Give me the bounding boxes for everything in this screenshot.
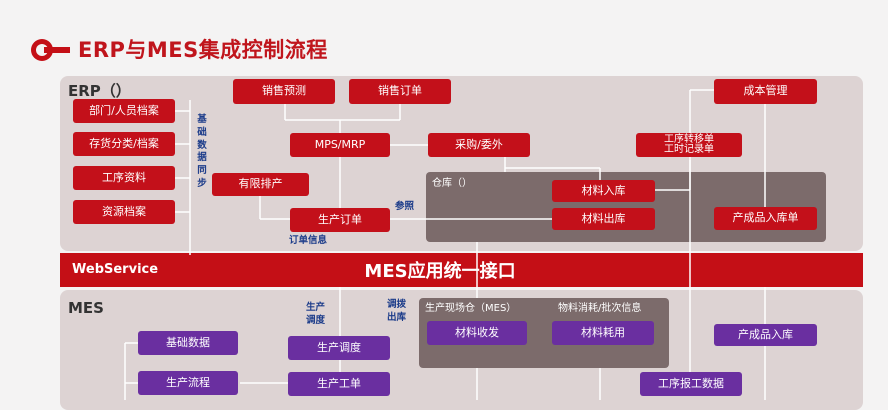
material-transceive-box[interactable]: 材料收发 xyxy=(427,321,527,345)
mes-section-label: MES xyxy=(68,299,104,317)
mps-mrp-box[interactable]: MPS/MRP xyxy=(290,133,390,157)
order-info-label: 订单信息 xyxy=(289,235,328,246)
sales-forecast-box[interactable]: 销售预测 xyxy=(233,79,335,104)
basic-data-sync-label: 基础数据同步 xyxy=(197,114,207,190)
material-consumption-box[interactable]: 材料耗用 xyxy=(552,321,654,345)
production-dispatch-label: 生产 调度 xyxy=(306,302,326,326)
production-dispatch-box[interactable]: 生产调度 xyxy=(288,336,390,360)
webservice-bar xyxy=(60,253,863,287)
mes-basic-data-box[interactable]: 基础数据 xyxy=(138,331,238,355)
warehouse-label: 仓库（） xyxy=(432,178,472,189)
site-warehouse-label: 生产现场仓（MES） xyxy=(425,303,517,314)
mes-interface-label: MES应用统一接口 xyxy=(364,261,516,282)
reference-label: 参照 xyxy=(395,201,415,212)
logo-icon xyxy=(31,39,70,61)
material-inbound-box[interactable]: 材料入库 xyxy=(552,180,655,202)
process-transfer-box[interactable]: 工序转移单 工时记录单 xyxy=(636,133,742,157)
purchase-outsource-box[interactable]: 采购/委外 xyxy=(428,133,530,157)
mes-product-inbound-box[interactable]: 产成品入库 xyxy=(714,324,817,346)
process-report-box[interactable]: 工序报工数据 xyxy=(640,372,742,396)
transfer-out-label: 调拨 出库 xyxy=(387,299,407,323)
production-flow-box[interactable]: 生产流程 xyxy=(138,371,238,395)
connector-lines xyxy=(124,89,766,400)
page-title: ERP与MES集成控制流程 xyxy=(78,38,328,62)
product-inbound-order-box[interactable]: 产成品入库单 xyxy=(714,207,817,230)
material-outbound-box[interactable]: 材料出库 xyxy=(552,208,655,230)
limited-scheduling-box[interactable]: 有限排产 xyxy=(212,173,309,196)
production-order-box[interactable]: 生产订单 xyxy=(290,208,390,232)
work-order-box[interactable]: 生产工单 xyxy=(288,372,390,396)
sales-order-box[interactable]: 销售订单 xyxy=(349,79,451,104)
dept-personnel-box[interactable]: 部门/人员档案 xyxy=(73,99,175,123)
consumption-batch-label: 物料消耗/批次信息 xyxy=(558,303,642,314)
process-data-box[interactable]: 工序资料 xyxy=(73,166,175,190)
cost-management-box[interactable]: 成本管理 xyxy=(714,79,817,104)
resource-file-box[interactable]: 资源档案 xyxy=(73,200,175,224)
webservice-label: WebService xyxy=(72,262,159,277)
erp-section-label: ERP（） xyxy=(68,82,131,100)
inventory-class-box[interactable]: 存货分类/档案 xyxy=(73,132,175,156)
